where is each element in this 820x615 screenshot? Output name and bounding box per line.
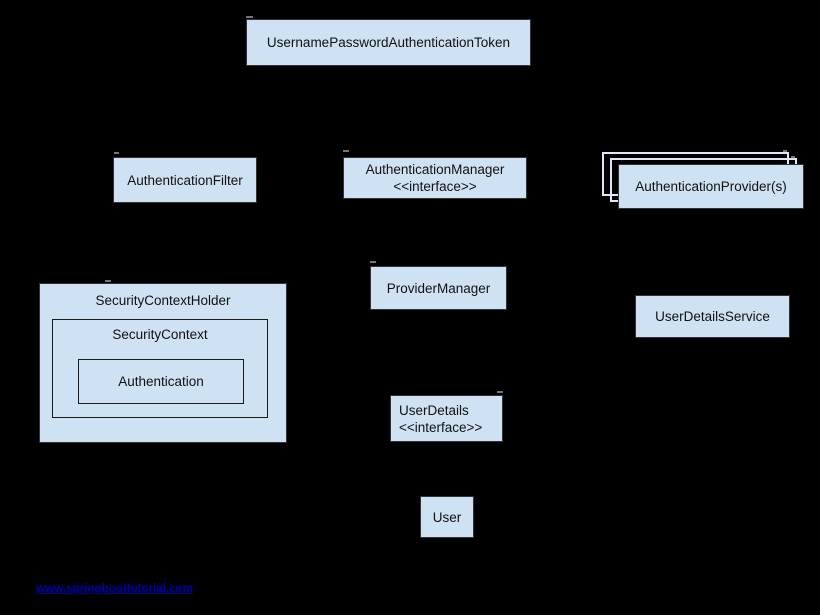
authentication-providers-box: AuthenticationProvider(s)	[618, 164, 804, 209]
authentication-manager-label-line2: <<interface>>	[393, 179, 477, 194]
user-box: User	[420, 496, 474, 538]
authentication-manager-label-line1: AuthenticationManager	[365, 162, 505, 177]
authentication-box: Authentication	[78, 359, 244, 404]
security-context-label: SecurityContext	[112, 327, 208, 342]
arrow-artifact-tick	[791, 156, 795, 159]
arrow-artifact-tick	[246, 16, 253, 18]
user-details-service-box: UserDetailsService	[635, 295, 790, 338]
arrow-artifact-tick	[114, 152, 119, 154]
springboottutorial-link[interactable]: www.springboottutorial.com	[36, 581, 194, 595]
arrow-artifact-tick	[497, 391, 503, 393]
authentication-providers-label: AuthenticationProvider(s)	[635, 179, 787, 194]
user-details-box: UserDetails <<interface>>	[390, 395, 503, 442]
user-label: User	[432, 509, 462, 525]
authentication-label: Authentication	[118, 374, 204, 389]
username-password-authentication-token-label: UsernamePasswordAuthenticationToken	[266, 35, 511, 50]
user-details-label-line2: <<interface>>	[399, 419, 483, 435]
user-details-label-line1: UserDetails	[399, 402, 469, 418]
security-context-box: SecurityContext Authentication	[52, 319, 268, 418]
authentication-filter-box: AuthenticationFilter	[113, 157, 257, 203]
provider-manager-box: ProviderManager	[370, 266, 507, 310]
security-context-holder-label: SecurityContextHolder	[95, 293, 231, 308]
arrow-artifact-tick	[370, 261, 376, 263]
arrow-artifact-tick	[783, 150, 787, 153]
authentication-filter-label: AuthenticationFilter	[127, 172, 243, 188]
security-context-holder-box: SecurityContextHolder SecurityContext Au…	[39, 283, 287, 443]
user-details-service-label: UserDetailsService	[655, 309, 770, 324]
arrow-artifact-tick	[105, 280, 111, 282]
authentication-manager-box: AuthenticationManager <<interface>>	[343, 157, 527, 199]
provider-manager-label: ProviderManager	[386, 280, 491, 296]
arrow-artifact-tick	[343, 150, 349, 152]
username-password-authentication-token-box: UsernamePasswordAuthenticationToken	[246, 19, 531, 66]
